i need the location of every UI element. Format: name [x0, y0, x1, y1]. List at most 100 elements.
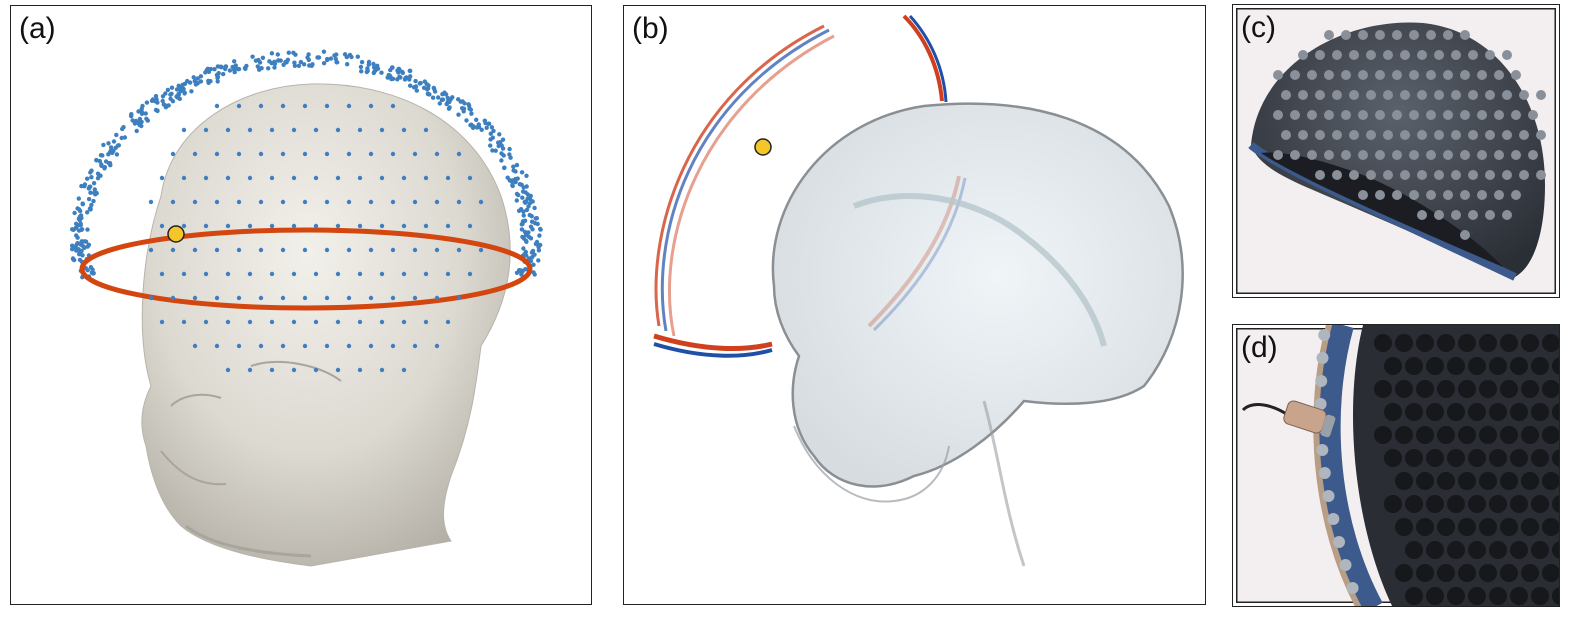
helmet-element: [1315, 130, 1325, 140]
helmet-element: [1315, 90, 1325, 100]
helmet-element: [1324, 110, 1334, 120]
helmet-element: [1528, 110, 1538, 120]
sensor-dot: [281, 152, 285, 156]
inner-element: [1416, 334, 1434, 352]
inner-element: [1531, 495, 1549, 513]
sensor-dot: [259, 344, 263, 348]
inner-element: [1489, 403, 1507, 421]
sensor-dot: [193, 296, 197, 300]
sensor-dot: [397, 67, 401, 71]
inner-element: [1531, 541, 1549, 559]
inner-element: [1521, 472, 1539, 490]
sensor-dot: [435, 248, 439, 252]
sensor-dot: [423, 79, 427, 83]
sensor-dot: [303, 200, 307, 204]
sensor-dot: [310, 62, 314, 66]
inner-element: [1479, 426, 1497, 444]
sensor-dot: [322, 50, 326, 54]
sensor-dot: [70, 227, 74, 231]
sensor-dot: [336, 224, 340, 228]
sensor-dot: [71, 256, 75, 260]
sensor-dot: [391, 344, 395, 348]
helmet-element: [1392, 110, 1402, 120]
sensor-dot: [347, 344, 351, 348]
inner-element: [1521, 564, 1539, 582]
sensor-dot: [343, 52, 347, 56]
helmet-element: [1511, 110, 1521, 120]
sensor-dot: [426, 91, 430, 95]
sensor-dot: [135, 129, 139, 133]
inner-element: [1458, 334, 1476, 352]
helmet-element: [1502, 90, 1512, 100]
helmet-element: [1409, 30, 1419, 40]
sensor-dot: [106, 141, 110, 145]
sensor-dot: [270, 176, 274, 180]
helmet-element: [1383, 130, 1393, 140]
sensor-dot: [287, 51, 291, 55]
sensor-dot: [193, 344, 197, 348]
sensor-dot: [215, 200, 219, 204]
sensor-dot: [469, 112, 473, 116]
sensor-dot: [74, 226, 78, 230]
sensor-dot: [248, 320, 252, 324]
sensor-dot: [519, 268, 523, 272]
sensor-dot: [360, 60, 364, 64]
sensor-dot: [166, 88, 170, 92]
helmet-element: [1417, 130, 1427, 140]
helmet-element: [1460, 190, 1470, 200]
helmet-element: [1434, 170, 1444, 180]
sensor-dot: [188, 80, 192, 84]
sensor-dot: [250, 55, 254, 59]
helmet-element: [1281, 130, 1291, 140]
sensor-dot: [154, 94, 158, 98]
sensor-dot: [464, 118, 468, 122]
inner-element: [1468, 403, 1486, 421]
helmet-element: [1290, 150, 1300, 160]
sensor-dot: [88, 207, 92, 211]
helmet-element: [1485, 90, 1495, 100]
rim-element: [1323, 490, 1335, 502]
sensor-dot: [413, 152, 417, 156]
sensor-dot: [418, 81, 422, 85]
helmet-element: [1536, 90, 1546, 100]
sensor-dot: [424, 176, 428, 180]
sensor-dot: [446, 224, 450, 228]
helmet-element: [1375, 110, 1385, 120]
sensor-dot: [435, 152, 439, 156]
sensor-dot: [435, 296, 439, 300]
sensor-dot: [532, 253, 536, 257]
sensor-dot: [457, 296, 461, 300]
sensor-dot: [402, 224, 406, 228]
rim-element: [1327, 513, 1339, 525]
sensor-dot: [292, 320, 296, 324]
sensor-dot: [413, 344, 417, 348]
inner-element: [1500, 564, 1518, 582]
sensor-dot: [336, 176, 340, 180]
source-marker: [755, 139, 771, 155]
sensor-dot: [380, 272, 384, 276]
sensor-dot: [79, 228, 83, 232]
sensor-dot: [85, 227, 89, 231]
sensor-dot: [520, 196, 524, 200]
inner-element: [1437, 472, 1455, 490]
inner-element: [1426, 449, 1444, 467]
helmet-element: [1315, 170, 1325, 180]
sensor-dot: [424, 272, 428, 276]
sensor-dot: [413, 248, 417, 252]
helmet-element: [1536, 170, 1546, 180]
inner-element: [1489, 449, 1507, 467]
inner-element: [1531, 357, 1549, 375]
helmet-element: [1307, 110, 1317, 120]
inner-element: [1384, 357, 1402, 375]
helmet-element: [1451, 170, 1461, 180]
helmet-dome: [1251, 22, 1545, 277]
helmet-element: [1477, 110, 1487, 120]
helmet-element: [1341, 30, 1351, 40]
sensor-dot: [243, 67, 247, 71]
inner-element: [1479, 380, 1497, 398]
rim-element: [1347, 582, 1359, 594]
sensor-dot: [248, 128, 252, 132]
sensor-dot: [521, 209, 525, 213]
sensor-dot: [170, 86, 174, 90]
panel-d-label: (d): [1241, 331, 1278, 365]
